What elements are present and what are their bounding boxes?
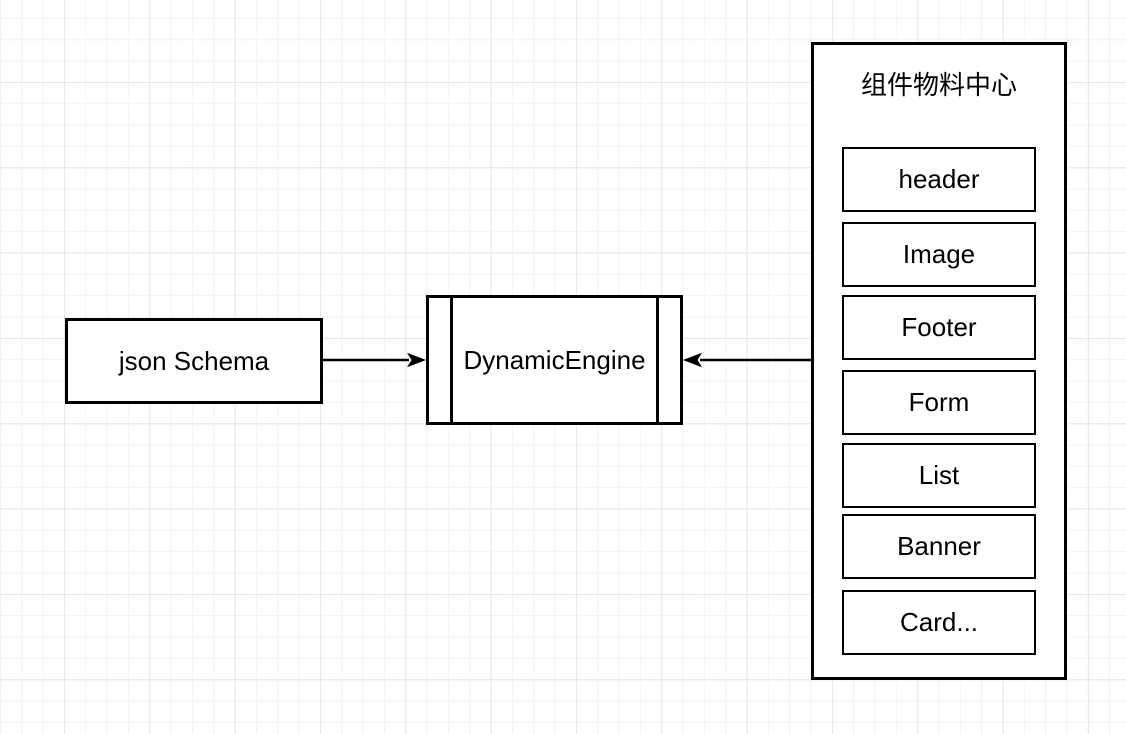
component-item-image[interactable]: Image	[842, 222, 1036, 287]
component-item-list[interactable]: List	[842, 443, 1036, 508]
component-item-label: Form	[908, 387, 970, 417]
process-bar-right	[656, 298, 659, 422]
component-item-label: Banner	[897, 531, 981, 561]
node-json-schema-label: json Schema	[118, 345, 270, 376]
material-center-title: 组件物料中心	[860, 70, 1017, 100]
component-item-banner[interactable]: Banner	[842, 514, 1036, 579]
arrow-json-schema-to-dynamic-engine[interactable]	[323, 352, 426, 368]
node-json-schema[interactable]: json Schema	[65, 318, 323, 404]
node-dynamic-engine[interactable]: DynamicEngine	[426, 295, 683, 425]
component-item-footer[interactable]: Footer	[842, 295, 1036, 360]
container-material-center[interactable]: 组件物料中心 header Image Footer Form List Ban…	[811, 42, 1067, 680]
component-item-header[interactable]: header	[842, 147, 1036, 212]
component-item-label: List	[918, 460, 960, 490]
arrow-head-left-icon	[683, 352, 702, 368]
arrow-material-center-to-dynamic-engine[interactable]	[683, 352, 811, 368]
process-bar-left	[450, 298, 453, 422]
component-item-card[interactable]: Card...	[842, 590, 1036, 655]
component-item-label: Card...	[899, 607, 979, 637]
component-item-form[interactable]: Form	[842, 370, 1036, 435]
node-dynamic-engine-label: DynamicEngine	[463, 344, 646, 375]
component-item-label: Image	[902, 239, 976, 269]
component-item-label: Footer	[901, 312, 977, 342]
component-item-label: header	[898, 164, 980, 194]
arrow-head-right-icon	[407, 352, 426, 368]
